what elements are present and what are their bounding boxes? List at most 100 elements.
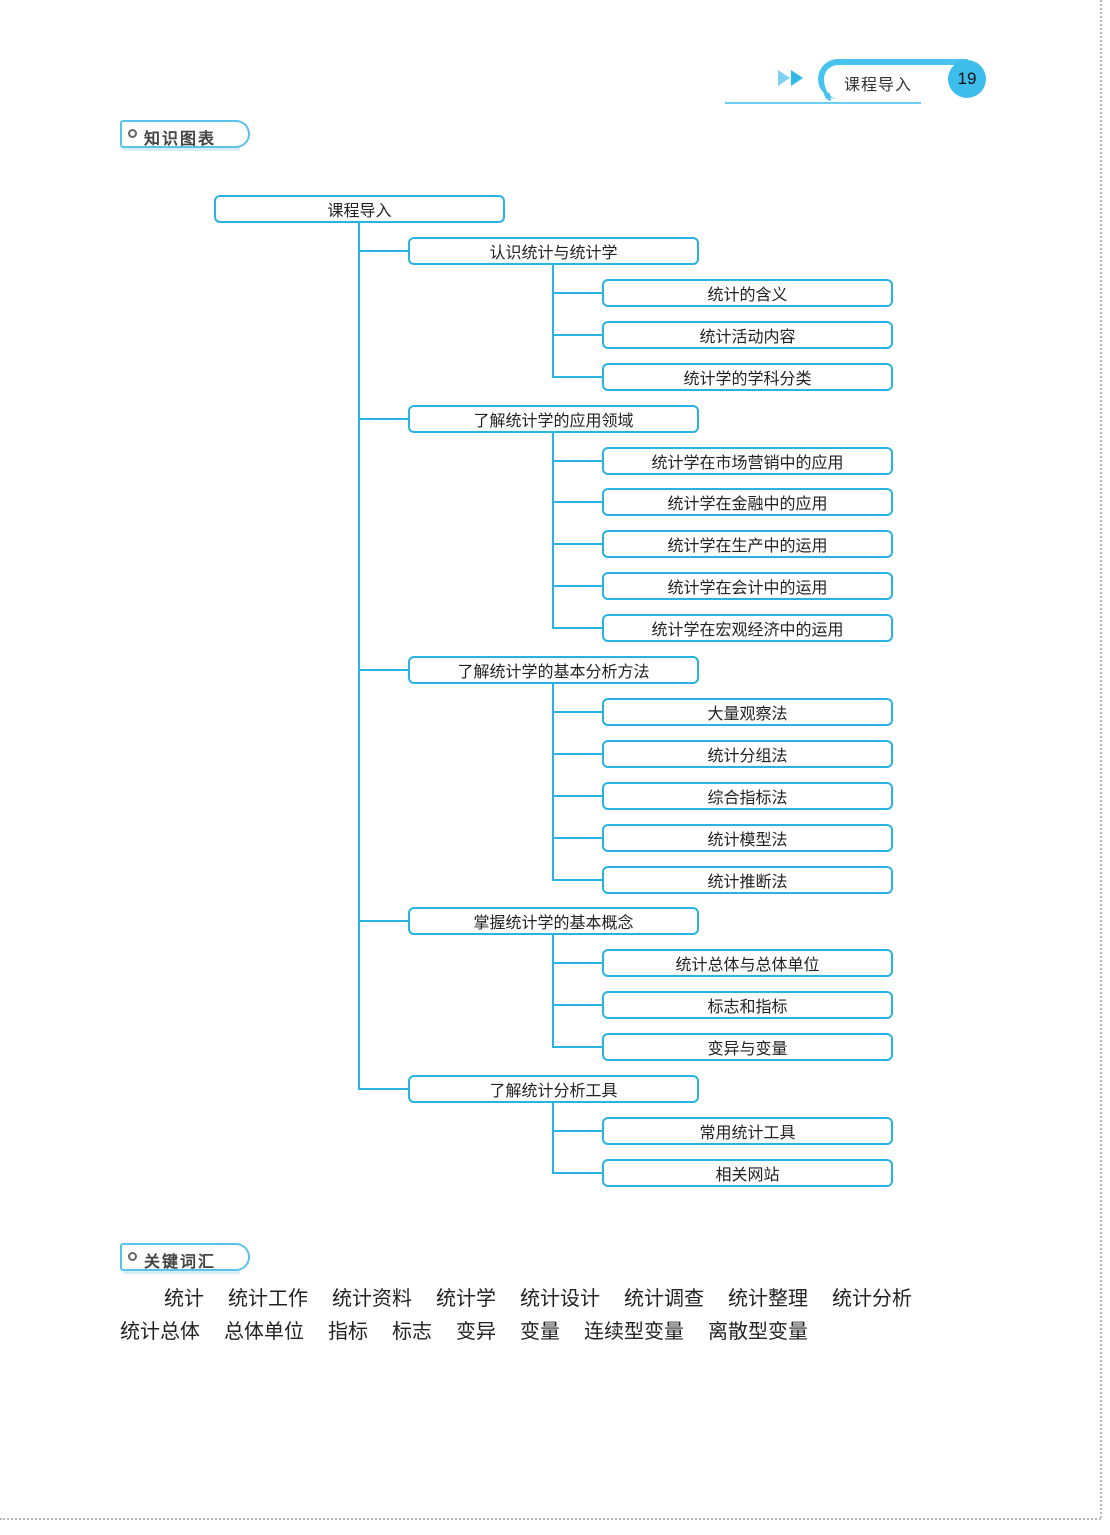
tree-branch-node-label: 了解统计学的应用领域	[473, 411, 634, 430]
connector-horizontal	[552, 1046, 602, 1048]
tree-leaf-node: 统计分组法	[602, 740, 893, 768]
tree-leaf-node: 统计活动内容	[602, 321, 893, 349]
header-underline	[725, 102, 921, 104]
header-tab-hook	[824, 93, 848, 101]
vocabulary-term: 统计调查	[624, 1286, 704, 1310]
vocabulary-term: 统计工作	[228, 1286, 308, 1310]
connector-horizontal	[552, 837, 602, 839]
tree-leaf-node-label: 变异与变量	[707, 1039, 788, 1058]
tree-leaf-node-label: 统计活动内容	[699, 327, 796, 346]
tree-leaf-node-label: 统计学在会计中的运用	[667, 578, 828, 597]
connector-horizontal	[358, 1088, 408, 1090]
connector-horizontal	[552, 460, 602, 462]
tree-leaf-node: 常用统计工具	[602, 1117, 893, 1145]
chapter-title: 课程导入	[844, 75, 913, 94]
tree-leaf-node: 统计学在市场营销中的应用	[602, 447, 893, 475]
tree-leaf-node: 统计推断法	[602, 866, 893, 894]
connector-horizontal	[552, 879, 602, 881]
connector-horizontal	[552, 1004, 602, 1006]
connector-horizontal	[358, 669, 408, 671]
tree-leaf-node: 相关网站	[602, 1159, 893, 1187]
connector-vertical	[552, 264, 554, 378]
tree-leaf-node: 标志和指标	[602, 991, 893, 1019]
tree-leaf-node-label: 统计的含义	[707, 285, 788, 304]
connector-vertical	[552, 934, 554, 1048]
connector-horizontal	[552, 753, 602, 755]
tree-leaf-node-label: 常用统计工具	[699, 1123, 796, 1142]
connector-horizontal	[552, 585, 602, 587]
tree-branch-node: 掌握统计学的基本概念	[408, 907, 699, 935]
tree-branch-node-label: 掌握统计学的基本概念	[473, 913, 634, 932]
page-number: 19	[957, 69, 977, 88]
vocabulary-term: 统计总体	[120, 1319, 200, 1343]
section-label-knowledge-chart: 知识图表	[120, 120, 250, 148]
vocabulary-term: 变异	[456, 1319, 496, 1343]
tree-branch-node-label: 了解统计分析工具	[489, 1081, 618, 1100]
tree-leaf-node: 统计学在金融中的应用	[602, 488, 893, 516]
vocabulary-row: 统计统计工作统计资料统计学统计设计统计调查统计整理统计分析	[120, 1282, 980, 1315]
vocabulary-term: 统计学	[436, 1286, 496, 1310]
connector-horizontal	[552, 376, 602, 378]
tree-leaf-node-label: 统计学在金融中的应用	[667, 494, 828, 513]
connector-horizontal	[358, 250, 408, 252]
tree-leaf-node: 统计总体与总体单位	[602, 949, 893, 977]
connector-horizontal	[552, 334, 602, 336]
tree-leaf-node: 统计学在宏观经济中的运用	[602, 614, 893, 642]
connector-horizontal	[358, 418, 408, 420]
tree-leaf-node: 大量观察法	[602, 698, 893, 726]
tree-leaf-node-label: 大量观察法	[707, 704, 788, 723]
vocabulary-term: 离散型变量	[708, 1319, 808, 1343]
header-tab-frame	[818, 59, 968, 99]
page-border-bottom	[0, 1518, 1101, 1520]
vocabulary-term: 标志	[392, 1319, 432, 1343]
connector-horizontal	[552, 962, 602, 964]
connector-horizontal	[358, 920, 408, 922]
vocabulary-term: 统计分析	[832, 1286, 912, 1310]
tree-root-label: 课程导入	[327, 201, 392, 220]
tree-leaf-node: 统计学在会计中的运用	[602, 572, 893, 600]
page-number-badge: 19	[948, 60, 986, 98]
tree-leaf-node-label: 综合指标法	[707, 788, 788, 807]
circle-bullet-icon	[128, 129, 137, 138]
tree-leaf-node-label: 相关网站	[715, 1165, 780, 1184]
vocabulary-term: 总体单位	[224, 1319, 304, 1343]
connector-horizontal	[552, 795, 602, 797]
section-label-key-vocabulary: 关键词汇	[120, 1243, 250, 1271]
connector-trunk	[358, 222, 360, 1090]
tree-leaf-node-label: 标志和指标	[707, 997, 788, 1016]
tree-leaf-node-label: 统计学在市场营销中的应用	[651, 453, 844, 472]
tree-leaf-node: 变异与变量	[602, 1033, 893, 1061]
vocabulary-term: 统计整理	[728, 1286, 808, 1310]
connector-horizontal	[552, 292, 602, 294]
section-label-text: 关键词汇	[144, 1252, 217, 1271]
connector-horizontal	[552, 543, 602, 545]
connector-vertical	[552, 432, 554, 629]
vocabulary-term: 统计设计	[520, 1286, 600, 1310]
tree-branch-node: 认识统计与统计学	[408, 237, 699, 265]
page-header: 课程导入 19	[720, 55, 1000, 110]
connector-horizontal	[552, 1130, 602, 1132]
vocabulary-term: 变量	[520, 1319, 560, 1343]
tree-leaf-node-label: 统计分组法	[707, 746, 788, 765]
tree-leaf-node: 统计学的学科分类	[602, 363, 893, 391]
tree-leaf-node: 统计学在生产中的运用	[602, 530, 893, 558]
vocabulary-term: 统计资料	[332, 1286, 412, 1310]
connector-vertical	[552, 1102, 554, 1174]
connector-vertical	[552, 683, 554, 881]
section-label-text: 知识图表	[144, 129, 217, 148]
tree-leaf-node-label: 统计总体与总体单位	[675, 955, 820, 974]
page-border-right	[1100, 0, 1102, 1518]
tree-leaf-node-label: 统计推断法	[707, 872, 788, 891]
vocabulary-term: 连续型变量	[584, 1319, 684, 1343]
tree-leaf-node-label: 统计学在宏观经济中的运用	[651, 620, 844, 639]
circle-bullet-icon	[128, 1252, 137, 1261]
connector-horizontal	[552, 1172, 602, 1174]
double-arrow-icon	[778, 70, 804, 86]
tree-leaf-node-label: 统计学在生产中的运用	[667, 536, 828, 555]
vocabulary-term: 统计	[164, 1286, 204, 1310]
connector-horizontal	[552, 501, 602, 503]
connector-horizontal	[552, 711, 602, 713]
tree-leaf-node: 统计模型法	[602, 824, 893, 852]
tree-leaf-node-label: 统计学的学科分类	[683, 369, 812, 388]
tree-root-node: 课程导入	[214, 195, 505, 223]
